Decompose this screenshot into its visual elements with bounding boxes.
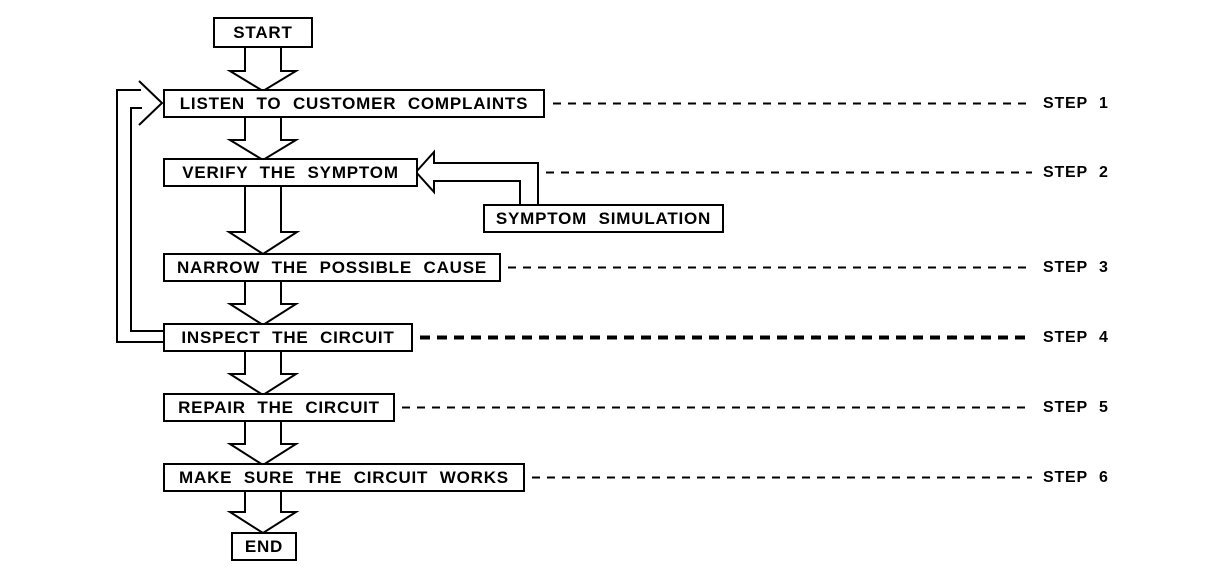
node-start: START	[213, 17, 313, 48]
listen-to-verify-arrow	[226, 116, 300, 162]
node-symptom-simulation: SYMPTOM SIMULATION	[483, 204, 724, 233]
inspect-to-repair-arrow	[226, 350, 300, 397]
step-label-3: STEP 3	[1043, 259, 1109, 276]
node-end: END	[231, 532, 297, 561]
node-make-sure-the-circuit-works: MAKE SURE THE CIRCUIT WORKS	[163, 463, 525, 492]
start-to-listen-arrow	[226, 46, 300, 93]
inspect-to-listen-inner-loop-line	[130, 107, 163, 332]
step-label-1: STEP 1	[1043, 95, 1109, 112]
step-label-4: STEP 4	[1043, 329, 1109, 346]
symptom-simulation-feedback-arrow	[414, 149, 539, 206]
step-label-5: STEP 5	[1043, 399, 1109, 416]
verify-to-narrow-arrow	[225, 185, 301, 256]
repair-to-make-sure-arrow	[226, 420, 300, 467]
node-inspect-the-circuit: INSPECT THE CIRCUIT	[163, 323, 413, 352]
step-label-6: STEP 6	[1043, 469, 1109, 486]
node-verify-the-symptom: VERIFY THE SYMPTOM	[163, 158, 418, 187]
make-sure-to-end-arrow	[226, 490, 300, 535]
node-repair-the-circuit: REPAIR THE CIRCUIT	[163, 393, 395, 422]
loop-arrowhead	[138, 80, 164, 126]
node-narrow-the-possible-cause: NARROW THE POSSIBLE CAUSE	[163, 253, 501, 282]
narrow-to-inspect-arrow	[226, 280, 300, 327]
step-label-2: STEP 2	[1043, 164, 1109, 181]
node-listen-to-customer-complaints: LISTEN TO CUSTOMER COMPLAINTS	[163, 89, 545, 118]
inspect-to-listen-outer-loop-line	[116, 89, 163, 343]
